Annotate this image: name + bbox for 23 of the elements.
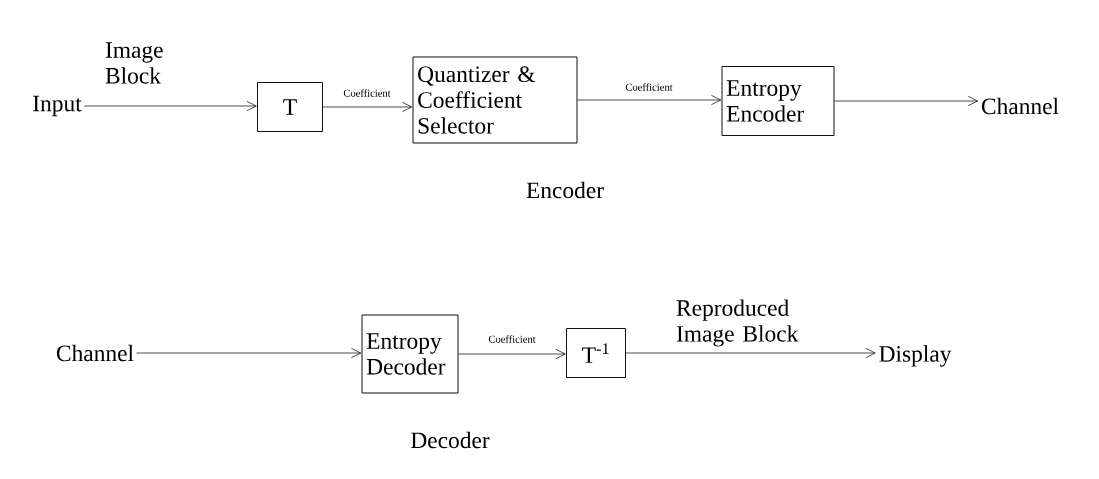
arrow: [136, 347, 362, 359]
process-box: Entropy Decoder: [361, 314, 459, 394]
terminal-label: Display: [879, 345, 952, 367]
edge-label: Coefficient: [488, 335, 536, 343]
section-label: Decoder: [411, 431, 490, 449]
arrow: [322, 101, 413, 113]
terminal-label: Channel: [56, 344, 134, 362]
edge-label: Coefficient: [343, 89, 391, 97]
section-label: Encoder: [526, 181, 604, 199]
process-box: T: [257, 82, 323, 132]
arrow: [577, 94, 722, 106]
process-box: Entropy Encoder: [721, 66, 835, 136]
terminal-label: Channel: [981, 97, 1059, 115]
edge-label: Coefficient: [625, 83, 673, 91]
arrow: [458, 348, 566, 360]
edge-label: Image Block: [105, 42, 163, 84]
edge-label: Reproduced Image Block: [676, 299, 799, 347]
process-box: Quantizer & Coefficient Selector: [412, 56, 578, 144]
arrow: [834, 95, 978, 107]
process-box: T$^{-1}$: [566, 328, 626, 378]
terminal-label: Input: [33, 95, 82, 117]
arrow: [83, 100, 257, 112]
arrow: [625, 347, 876, 359]
